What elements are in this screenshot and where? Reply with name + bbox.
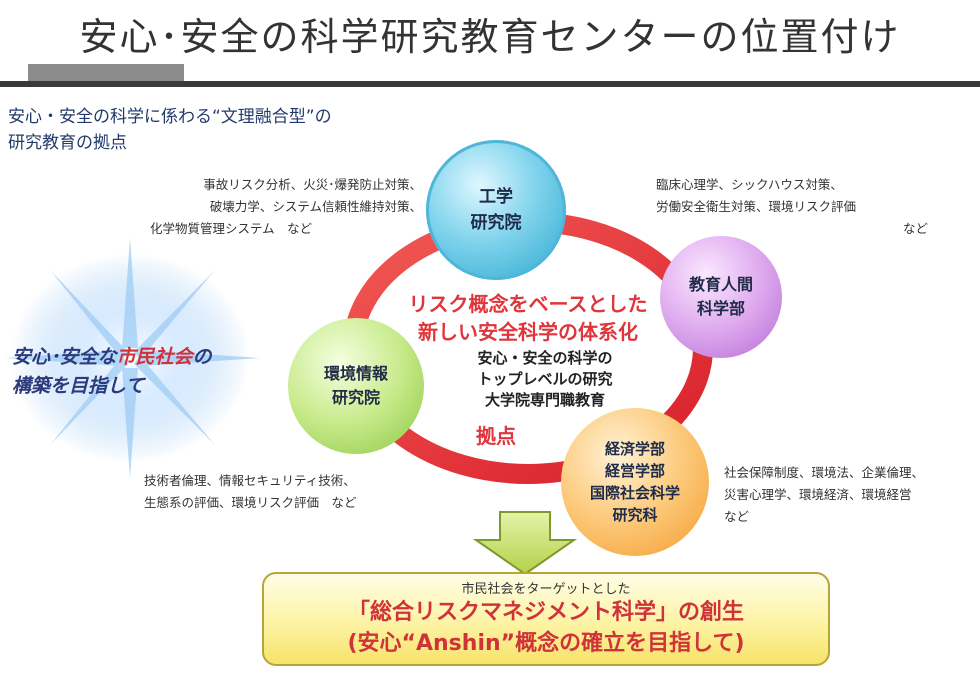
center-hub-label: 拠点 bbox=[476, 424, 516, 448]
topic-line: 化学物質管理システム など bbox=[150, 221, 313, 236]
topic-line: 災害心理学、環境経済、環境経営 bbox=[724, 487, 912, 502]
subtitle-line: 研究教育の拠点 bbox=[8, 133, 127, 153]
starburst-graphic bbox=[5, 238, 260, 478]
education-line: 教育人間 bbox=[688, 275, 753, 294]
topic-line: 臨床心理学、シックハウス対策、 bbox=[656, 177, 843, 192]
center-mission-line: トップレベルの研究 bbox=[477, 370, 613, 388]
topic-line: など bbox=[724, 509, 750, 524]
engineering-institute-circle: 工学 研究院 bbox=[426, 140, 566, 280]
result-line2: 「総合リスクマネジメント科学」の創生 bbox=[347, 600, 744, 625]
economics-line: 研究科 bbox=[612, 506, 658, 524]
topic-line: など bbox=[902, 221, 928, 236]
center-concept: リスク概念をベースとした 新しい安全科学の体系化 bbox=[388, 290, 668, 346]
economics-line: 経済学部 bbox=[604, 440, 665, 458]
topic-line: 労働安全衛生対策、環境リスク評価 bbox=[656, 199, 857, 214]
subtitle-line: 安心・安全の科学に係わる“文理融合型”の bbox=[8, 107, 332, 127]
burst-text-post: の bbox=[192, 346, 212, 368]
topic-line: 生態系の評価、環境リスク評価 など bbox=[144, 495, 357, 510]
engineering-topics: 事故リスク分析、火災･爆発防止対策、 破壊力学、システム信頼性維持対策、 化学物… bbox=[110, 174, 422, 240]
center-mission-line: 安心・安全の科学の bbox=[477, 349, 613, 367]
environment-line: 研究院 bbox=[331, 388, 380, 407]
down-arrow-icon bbox=[472, 511, 578, 576]
civic-society-goal: 安心･安全な市民社会の 構築を目指して bbox=[12, 343, 212, 401]
page-title: 安心･安全の科学研究教育センターの位置付け bbox=[79, 15, 901, 59]
economics-line: 経営学部 bbox=[604, 462, 665, 480]
economics-line: 国際社会科学 bbox=[589, 484, 680, 502]
center-mission-line: 大学院専門職教育 bbox=[484, 391, 605, 409]
subtitle: 安心・安全の科学に係わる“文理融合型”の 研究教育の拠点 bbox=[8, 104, 332, 156]
engineering-line: 工学 bbox=[479, 187, 513, 207]
topic-line: 社会保障制度、環境法、企業倫理、 bbox=[724, 465, 925, 480]
title-underline bbox=[0, 81, 980, 87]
environment-line: 環境情報 bbox=[323, 364, 388, 383]
education-line: 科学部 bbox=[696, 299, 745, 318]
burst-text-pre: 安心･安全な bbox=[12, 346, 117, 368]
environment-topics: 技術者倫理、情報セキュリティ技術、 生態系の評価、環境リスク評価 など bbox=[144, 470, 444, 514]
education-topics: 臨床心理学、シックハウス対策、 労働安全衛生対策、環境リスク評価 など bbox=[656, 174, 928, 240]
center-red-line2: 新しい安全科学の体系化 bbox=[418, 320, 638, 344]
education-faculty-circle: 教育人間 科学部 bbox=[660, 236, 782, 358]
topic-line: 事故リスク分析、火災･爆発防止対策、 bbox=[203, 177, 422, 192]
topic-line: 破壊力学、システム信頼性維持対策、 bbox=[209, 199, 422, 214]
topic-line: 技術者倫理、情報セキュリティ技術、 bbox=[144, 473, 356, 488]
title-underline-accent bbox=[28, 64, 184, 82]
result-line3: (安心“Anshin”概念の確立を目指して) bbox=[347, 631, 745, 656]
burst-text-line2: 構築を目指して bbox=[12, 375, 145, 397]
center-red-line1: リスク概念をベースとした bbox=[408, 292, 648, 316]
economics-topics: 社会保障制度、環境法、企業倫理、 災害心理学、環境経済、環境経営 など bbox=[724, 462, 976, 528]
result-box: 市民社会をターゲットとした 「総合リスクマネジメント科学」の創生 (安心“Ans… bbox=[262, 572, 830, 666]
result-line1: 市民社会をターゲットとした bbox=[461, 582, 631, 597]
economics-faculty-circle: 経済学部 経営学部 国際社会科学 研究科 bbox=[561, 408, 709, 556]
burst-text-highlight: 市民社会 bbox=[116, 346, 193, 368]
environment-institute-circle: 環境情報 研究院 bbox=[288, 318, 424, 454]
engineering-line: 研究院 bbox=[470, 213, 522, 233]
center-mission: 安心・安全の科学の トップレベルの研究 大学院専門職教育 bbox=[440, 348, 650, 411]
